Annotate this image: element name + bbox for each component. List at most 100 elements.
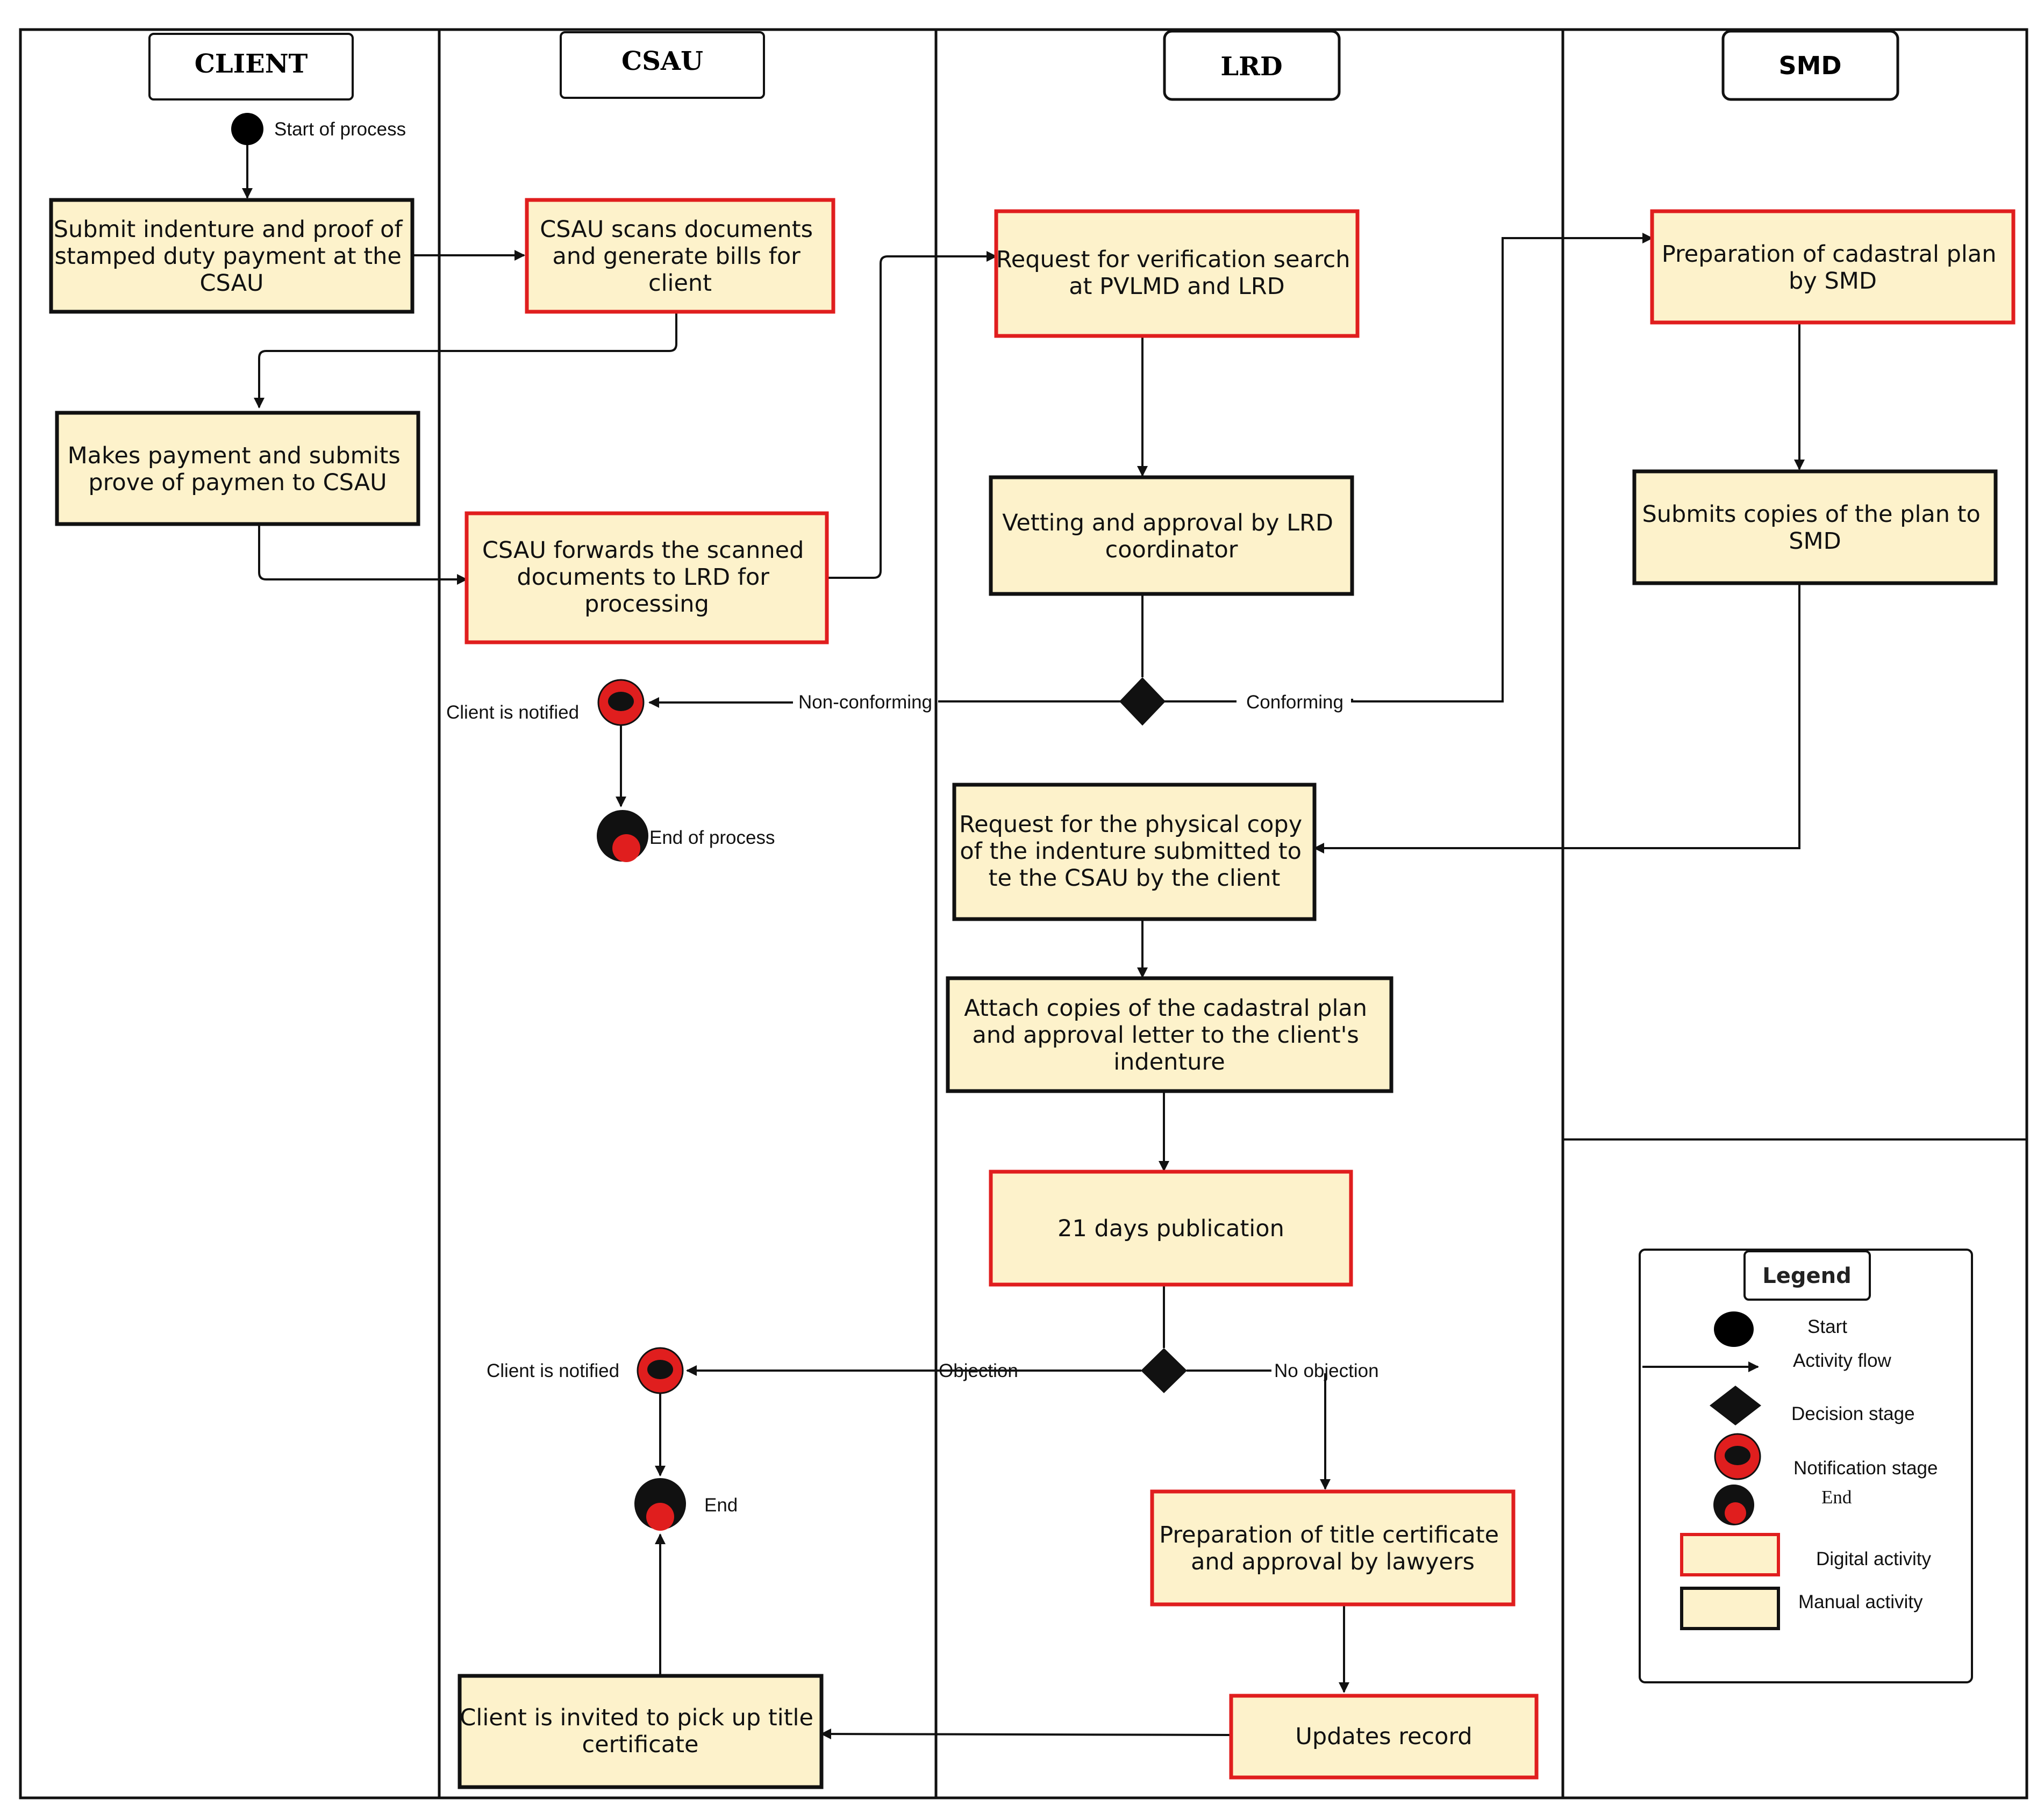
physical-copy-line-2: of the indenture submitted to [960,838,1302,865]
legend-decision-label: Decision stage [1791,1403,1915,1424]
scan-documents-line-1: CSAU scans documents [540,216,813,243]
attach-copies-line-1: Attach copies of the cadastral plan [964,995,1367,1022]
objection-label: Objection [939,1360,1018,1381]
forward-documents-line-3: processing [584,591,709,618]
title-certificate-line-1: Preparation of title certificate [1159,1522,1499,1548]
submit-indenture-line-2: stamped duty payment at the [54,243,401,270]
activity-verification-search: Request for verification search at PVLMD… [994,209,1360,338]
legend-notification-icon [1714,1433,1761,1480]
activity-forward-documents: CSAU forwards the scanned documents to L… [464,511,829,644]
lane-title-lrd: LRD [1220,52,1282,82]
verification-search-line-1: Request for verification search [996,246,1350,273]
lane-header-smd: SMD [1721,30,1899,101]
submit-copies-line-2: SMD [1789,528,1841,555]
activity-attach-copies: Attach copies of the cadastral plan and … [946,976,1393,1093]
client-notified-label-2: Client is notified [487,1360,619,1381]
scan-documents-line-3: client [648,270,712,297]
activity-submit-copies: Submits copies of the plan to SMD [1632,469,1998,585]
legend-notification-label: Notification stage [1793,1458,1938,1479]
activity-cadastral-plan: Preparation of cadastral plan by SMD [1650,209,2016,325]
no-objection-label: No objection [1274,1360,1379,1381]
lane-title-smd: SMD [1778,51,1841,80]
forward-documents-line-2: documents to LRD for [517,564,769,591]
svg-text:Submit indenture and proof of: Submit indenture and proof of stamped du… [54,216,410,297]
lane-header-csau: CSAU [560,31,765,99]
verification-search-line-2: at PVLMD and LRD [1069,273,1285,300]
end-label: End [704,1495,738,1516]
submit-indenture-line-1: Submit indenture and proof of [54,216,403,243]
vetting-approval-line-2: coordinator [1105,536,1238,563]
legend-end-label: End [1821,1487,1852,1508]
activity-scan-documents: CSAU scans documents and generate bills … [525,198,835,314]
start-node [231,113,263,145]
attach-copies-line-3: indenture [1113,1049,1225,1076]
svg-text:Attach copies of the cadastral: Attach copies of the cadastral plan and … [964,995,1374,1076]
non-conforming-label: Non-conforming [798,692,932,713]
title-certificate-line-2: and approval by lawyers [1191,1548,1475,1575]
end-of-process-label: End of process [649,827,775,848]
legend-start-label: Start [1807,1316,1847,1337]
submit-copies-line-1: Submits copies of the plan to [1642,501,1980,528]
legend-digital-label: Digital activity [1816,1548,1931,1569]
physical-copy-line-3: te the CSAU by the client [989,865,1281,892]
pick-up-line-2: certificate [582,1731,699,1758]
flow-connectors [242,139,1805,1740]
decision-objection-diamond [1141,1348,1187,1393]
cadastral-plan-line-1: Preparation of cadastral plan [1662,241,1997,268]
svg-text:CSAU forwards the scanned: CSAU forwards the scanned documents to L… [482,537,811,618]
lane-header-client: CLIENT [148,33,354,101]
activity-publication: 21 days publication [989,1170,1353,1287]
svg-text:Submits copies of the plan to: Submits copies of the plan to SMD [1642,501,1988,555]
notification-node-2 [637,1347,684,1394]
start-of-process-label: Start of process [274,119,406,140]
activity-updates-record: Updates record [1229,1694,1539,1780]
legend-activity-flow-label: Activity flow [1793,1350,1892,1371]
end-node-2 [634,1478,686,1531]
legend-start-icon [1714,1311,1754,1347]
svg-text:Preparation of cadastral plan: Preparation of cadastral plan by SMD [1662,241,2004,295]
activity-title-certificate: Preparation of title certificate and app… [1150,1489,1516,1607]
svg-text:Preparation of title certifica: Preparation of title certificate and app… [1159,1522,1506,1575]
legend-digital-icon [1680,1533,1780,1576]
decision-conformity-diamond [1119,677,1166,726]
vetting-approval-line-1: Vetting and approval by LRD [1002,510,1333,536]
forward-documents-line-1: CSAU forwards the scanned [482,537,804,564]
scan-documents-line-2: and generate bills for [552,243,801,270]
legend-end-icon [1713,1485,1754,1525]
cadastral-plan-line-2: by SMD [1789,268,1877,295]
svg-text:Vetting and approval by LRD: Vetting and approval by LRD coordinator [1002,510,1340,563]
attach-copies-line-2: and approval letter to the client's [973,1022,1359,1049]
legend-title: Legend [1762,1264,1852,1288]
activity-pick-up: Client is invited to pick up title certi… [458,1674,824,1789]
lane-title-client: CLIENT [195,49,308,79]
legend: Legend Start Activity flow Decision stag… [1639,1249,1973,1683]
client-notified-label-1: Client is notified [446,702,579,723]
lane-header-lrd: LRD [1163,30,1341,101]
activity-makes-payment: Makes payment and submits prove of payme… [55,411,420,526]
legend-manual-label: Manual activity [1798,1591,1923,1612]
updates-record-line-1: Updates record [1295,1723,1472,1750]
svg-text:Request for verification searc: Request for verification search at PVLMD… [996,246,1357,300]
svg-text:Request for the physical copy: Request for the physical copy of the ind… [959,811,1310,892]
notification-node-1 [597,679,645,726]
legend-manual-icon [1680,1587,1780,1630]
svg-text:21 days publication: 21 days publication [1057,1215,1284,1242]
svg-text:Client is invited to pick up t: Client is invited to pick up title certi… [460,1704,820,1758]
end-node-1 [597,810,648,862]
swimlane-frame [19,28,2028,1799]
publication-line-1: 21 days publication [1057,1215,1284,1242]
pick-up-line-1: Client is invited to pick up title [460,1704,813,1731]
svg-text:Makes payment and submits: Makes payment and submits prove of payme… [68,442,408,496]
conforming-label: Conforming [1246,692,1343,713]
activity-submit-indenture: Submit indenture and proof of stamped du… [49,198,414,314]
makes-payment-line-1: Makes payment and submits [68,442,401,469]
svg-text:CSAU scans documents and: CSAU scans documents and generate bills … [540,216,820,297]
legend-decision-icon [1710,1386,1761,1425]
physical-copy-line-1: Request for the physical copy [959,811,1302,838]
submit-indenture-line-3: CSAU [199,270,263,297]
activity-physical-copy: Request for the physical copy of the ind… [952,783,1317,921]
lane-title-csau: CSAU [621,46,703,76]
makes-payment-line-2: prove of paymen to CSAU [88,469,387,496]
activity-vetting-approval: Vetting and approval by LRD coordinator [989,475,1354,596]
